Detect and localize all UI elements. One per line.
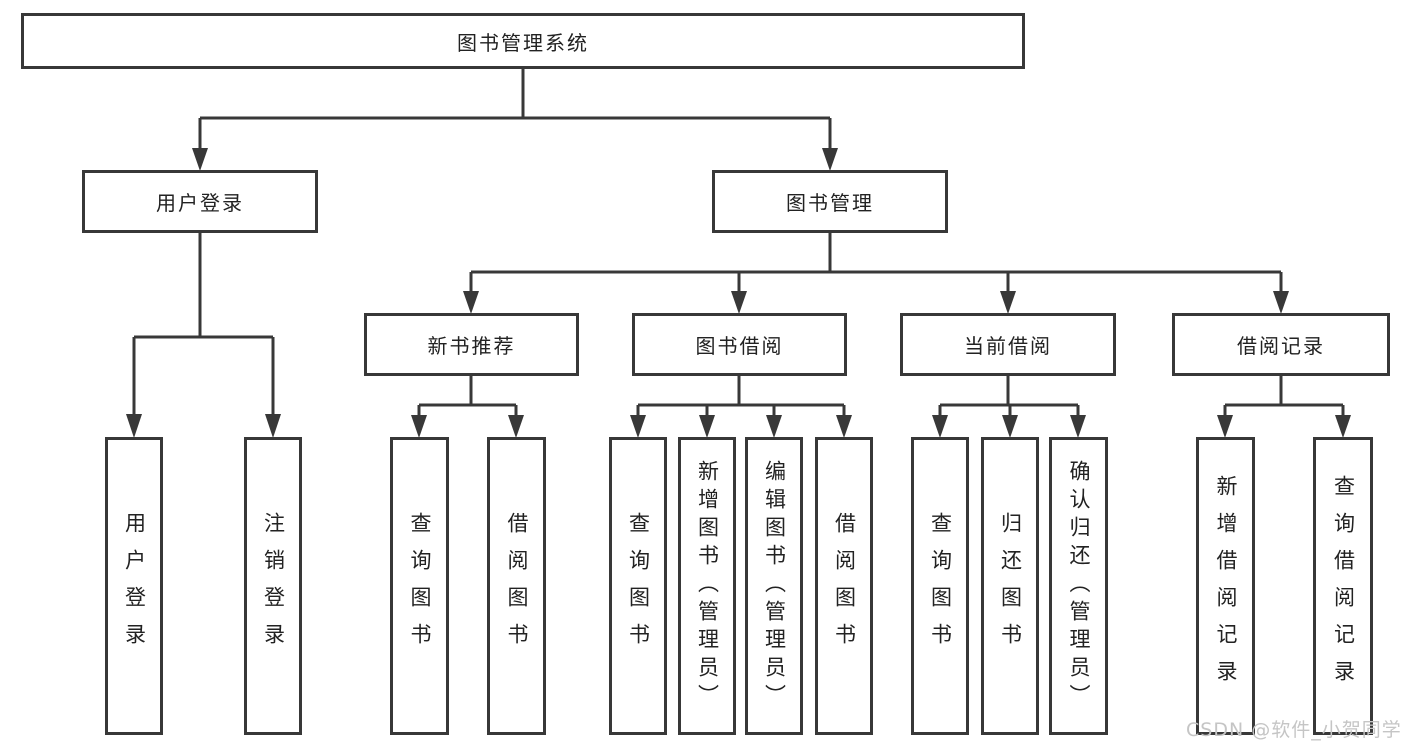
connector-current-borrowing-to-leaves [932, 376, 1086, 438]
leaf-current-confirm-return-admin-label: 确认归还（管理员） [1067, 460, 1091, 712]
node-user-login-label: 用户登录 [156, 191, 244, 215]
node-current-borrowing: 当前借阅 [900, 313, 1116, 376]
node-root-system-label: 图书管理系统 [457, 30, 589, 55]
leaf-logout: 注销登录 [244, 437, 302, 735]
leaf-record-add-label: 新增借阅记录 [1214, 475, 1238, 697]
leaf-record-query: 查询借阅记录 [1313, 437, 1373, 735]
leaf-record-query-label: 查询借阅记录 [1331, 475, 1356, 697]
leaf-newbook-borrow: 借阅图书 [487, 437, 546, 735]
leaf-current-confirm-return-admin: 确认归还（管理员） [1049, 437, 1108, 735]
connector-book-management-to-level3 [463, 233, 1289, 314]
leaf-borrowing-add-admin: 新增图书（管理员） [678, 437, 736, 735]
leaf-current-return-label: 归还图书 [998, 512, 1023, 660]
leaf-user-login-label: 用户登录 [122, 512, 147, 660]
node-root-system: 图书管理系统 [21, 13, 1025, 69]
leaf-record-add: 新增借阅记录 [1196, 437, 1255, 735]
leaf-user-login: 用户登录 [105, 437, 163, 735]
node-current-borrowing-label: 当前借阅 [964, 334, 1052, 358]
connector-borrowing-records-to-leaves [1217, 376, 1351, 438]
watermark: CSDN @软件_小贺同学 [1186, 719, 1402, 741]
node-new-book-recommend-label: 新书推荐 [427, 334, 516, 358]
leaf-logout-label: 注销登录 [261, 512, 286, 660]
connector-book-borrowing-to-leaves [630, 376, 852, 438]
node-book-management: 图书管理 [712, 170, 948, 233]
leaf-borrowing-borrow-label: 借阅图书 [832, 512, 857, 660]
leaf-newbook-borrow-label: 借阅图书 [505, 512, 529, 660]
node-borrowing-records-label: 借阅记录 [1237, 334, 1325, 358]
leaf-borrowing-add-admin-label: 新增图书（管理员） [695, 460, 720, 712]
connector-root-to-level2 [192, 69, 838, 171]
node-book-borrowing-label: 图书借阅 [695, 334, 784, 358]
connector-user-login-to-leaves [126, 233, 281, 438]
node-new-book-recommend: 新书推荐 [364, 313, 579, 376]
node-book-management-label: 图书管理 [786, 191, 874, 215]
connector-new-book-to-leaves [411, 376, 524, 438]
leaf-borrowing-edit-admin-label: 编辑图书（管理员） [762, 460, 787, 712]
leaf-borrowing-query-label: 查询图书 [626, 512, 651, 660]
leaf-borrowing-query: 查询图书 [609, 437, 667, 735]
leaf-current-query-label: 查询图书 [928, 512, 953, 660]
leaf-borrowing-borrow: 借阅图书 [815, 437, 873, 735]
leaf-current-query: 查询图书 [911, 437, 969, 735]
node-book-borrowing: 图书借阅 [632, 313, 847, 376]
leaf-newbook-query-label: 查询图书 [408, 512, 432, 660]
node-borrowing-records: 借阅记录 [1172, 313, 1390, 376]
leaf-newbook-query: 查询图书 [390, 437, 449, 735]
leaf-current-return: 归还图书 [981, 437, 1039, 735]
node-user-login: 用户登录 [82, 170, 318, 233]
leaf-borrowing-edit-admin: 编辑图书（管理员） [745, 437, 803, 735]
